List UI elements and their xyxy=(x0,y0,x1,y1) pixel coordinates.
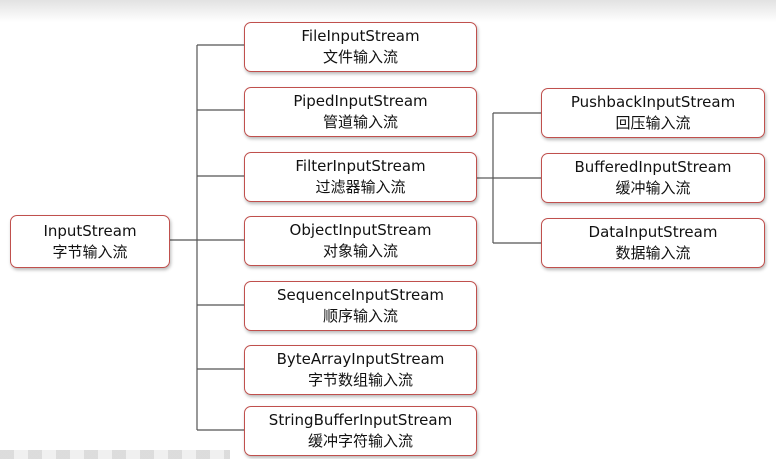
node-pushbackinputstream-name: PushbackInputStream xyxy=(570,93,736,111)
node-bufferedinputstream-label: 缓冲输入流 xyxy=(615,179,691,197)
node-sequenceinputstream: SequenceInputStream 顺序输入流 xyxy=(244,281,477,331)
bottom-artifact-strip xyxy=(0,450,230,459)
node-pipedinputstream: PipedInputStream 管道输入流 xyxy=(244,87,477,137)
node-datainputstream-name: DataInputStream xyxy=(588,223,718,241)
node-pushbackinputstream-label: 回压输入流 xyxy=(615,114,691,132)
node-datainputstream-label: 数据输入流 xyxy=(615,244,691,262)
node-pushbackinputstream: PushbackInputStream 回压输入流 xyxy=(541,88,765,138)
node-stringbufferinputstream: StringBufferInputStream 缓冲字符输入流 xyxy=(244,406,477,456)
node-filterinputstream-label: 过滤器输入流 xyxy=(315,178,406,196)
node-objectinputstream-label: 对象输入流 xyxy=(322,242,398,260)
node-filterinputstream: FilterInputStream 过滤器输入流 xyxy=(244,152,477,202)
node-stringbufferinputstream-name: StringBufferInputStream xyxy=(268,411,453,429)
node-filterinputstream-name: FilterInputStream xyxy=(295,157,426,175)
node-datainputstream: DataInputStream 数据输入流 xyxy=(541,218,765,268)
node-inputstream: InputStream 字节输入流 xyxy=(10,215,170,268)
node-sequenceinputstream-label: 顺序输入流 xyxy=(322,307,398,325)
node-objectinputstream: ObjectInputStream 对象输入流 xyxy=(244,216,477,266)
node-fileinputstream: FileInputStream 文件输入流 xyxy=(244,22,477,72)
node-inputstream-name: InputStream xyxy=(43,221,137,240)
node-bytearrayinputstream-name: ByteArrayInputStream xyxy=(276,350,445,368)
node-fileinputstream-label: 文件输入流 xyxy=(322,48,398,66)
node-pipedinputstream-label: 管道输入流 xyxy=(322,113,398,131)
node-objectinputstream-name: ObjectInputStream xyxy=(289,221,432,239)
node-sequenceinputstream-name: SequenceInputStream xyxy=(276,286,445,304)
node-bufferedinputstream-name: BufferedInputStream xyxy=(574,158,732,176)
node-bytearrayinputstream-label: 字节数组输入流 xyxy=(307,371,413,389)
top-fade xyxy=(0,0,776,22)
node-fileinputstream-name: FileInputStream xyxy=(301,27,420,45)
node-inputstream-label: 字节输入流 xyxy=(52,242,128,261)
node-bytearrayinputstream: ByteArrayInputStream 字节数组输入流 xyxy=(244,345,477,395)
node-pipedinputstream-name: PipedInputStream xyxy=(293,92,428,110)
node-bufferedinputstream: BufferedInputStream 缓冲输入流 xyxy=(541,153,765,203)
node-stringbufferinputstream-label: 缓冲字符输入流 xyxy=(307,432,413,450)
